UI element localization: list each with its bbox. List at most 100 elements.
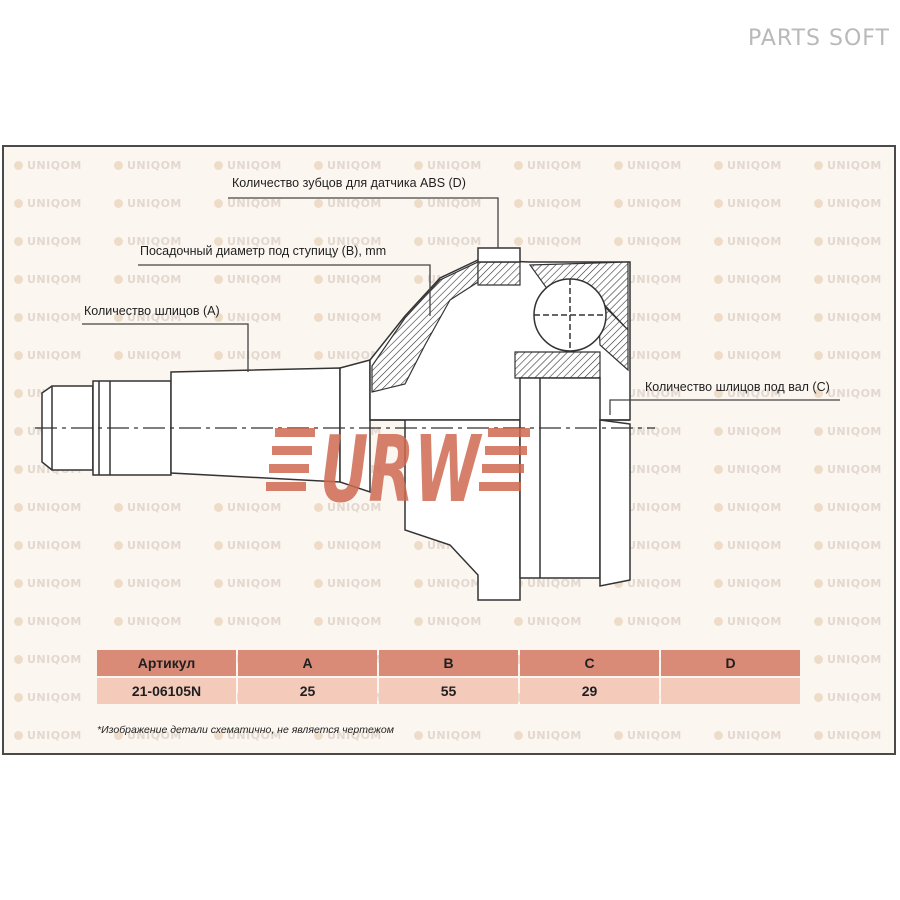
watermark-logo-icon bbox=[814, 237, 823, 246]
watermark-logo-icon bbox=[314, 161, 323, 170]
watermark-logo-icon bbox=[314, 199, 323, 208]
watermark-text: UNIQOM bbox=[314, 577, 382, 590]
watermark-logo-icon bbox=[714, 313, 723, 322]
watermark-text: UNIQOM bbox=[714, 615, 782, 628]
watermark-text: UNIQOM bbox=[14, 577, 82, 590]
watermark-logo-icon bbox=[814, 503, 823, 512]
watermark-text: UNIQOM bbox=[314, 729, 382, 742]
watermark-text: UNIQOM bbox=[14, 311, 82, 324]
watermark-text: UNIQOM bbox=[214, 159, 282, 172]
watermark-logo-icon bbox=[414, 541, 423, 550]
watermark-text: UNIQOM bbox=[314, 615, 382, 628]
watermark-text: UNIQOM bbox=[514, 159, 582, 172]
watermark-text: UNIQOM bbox=[714, 349, 782, 362]
watermark-text: UNIQOM bbox=[814, 653, 882, 666]
watermark-text: UNIQOM bbox=[414, 159, 482, 172]
watermark-text: UNIQOM bbox=[14, 349, 82, 362]
watermark-logo-icon bbox=[14, 351, 23, 360]
watermark-text: UNIQOM bbox=[14, 501, 82, 514]
watermark-text: UNIQOM bbox=[114, 729, 182, 742]
watermark-text: UNIQOM bbox=[414, 577, 482, 590]
watermark-logo-icon bbox=[314, 579, 323, 588]
header-a: A bbox=[238, 650, 377, 676]
watermark-text: UNIQOM bbox=[814, 539, 882, 552]
watermark-text: UNIQOM bbox=[814, 273, 882, 286]
watermark-text: UNIQOM bbox=[214, 197, 282, 210]
watermark-logo-icon bbox=[514, 693, 523, 702]
watermark-text: UNIQOM bbox=[814, 463, 882, 476]
spec-table-value-row: 21-06105N 25 55 29 bbox=[97, 678, 800, 704]
watermark-logo-icon bbox=[514, 161, 523, 170]
callout-hub-diameter: Посадочный диаметр под ступицу (B), mm bbox=[140, 244, 387, 258]
watermark-logo-icon bbox=[14, 465, 23, 474]
watermark-logo-icon bbox=[414, 161, 423, 170]
watermark-text: UNIQOM bbox=[214, 349, 282, 362]
watermark-logo-icon bbox=[114, 275, 123, 284]
watermark-logo-icon bbox=[114, 503, 123, 512]
callout-leaders bbox=[82, 197, 840, 415]
watermark-text: UNIQOM bbox=[314, 349, 382, 362]
watermark-text: UNIQOM bbox=[214, 729, 282, 742]
watermark-logo-icon bbox=[14, 693, 23, 702]
watermark-logo-icon bbox=[814, 655, 823, 664]
watermark-text: UNIQOM bbox=[414, 235, 482, 248]
watermark-logo-icon bbox=[614, 199, 623, 208]
watermark-text: UNIQOM bbox=[114, 501, 182, 514]
watermark-text: UNIQOM bbox=[814, 235, 882, 248]
watermark-text: UNIQOM bbox=[314, 235, 382, 248]
watermark-logo-icon bbox=[714, 465, 723, 474]
watermark-text: UNIQOM bbox=[814, 311, 882, 324]
watermark-text: UNIQOM bbox=[214, 577, 282, 590]
watermark-text: UNIQOM bbox=[214, 311, 282, 324]
watermark-logo-icon bbox=[114, 237, 123, 246]
watermark-text: UNIQOM bbox=[414, 729, 482, 742]
watermark-text: UNIQOM bbox=[214, 615, 282, 628]
watermark-logo-icon bbox=[14, 161, 23, 170]
watermark-text: UNIQOM bbox=[714, 159, 782, 172]
watermark-logo-icon bbox=[814, 427, 823, 436]
header-b: B bbox=[379, 650, 518, 676]
callout-spline-count: Количество шлицов (A) bbox=[84, 304, 220, 318]
watermark-text: UNIQOM bbox=[414, 615, 482, 628]
watermark-text: UNIQOM bbox=[814, 425, 882, 438]
watermark-text: UNIQOM bbox=[614, 159, 682, 172]
watermark-logo-icon bbox=[514, 237, 523, 246]
watermark-logo-icon bbox=[214, 579, 223, 588]
watermark-logo-icon bbox=[614, 617, 623, 626]
watermark-logo-icon bbox=[714, 731, 723, 740]
watermark-logo-icon bbox=[14, 313, 23, 322]
watermark-text: UNIQOM bbox=[714, 501, 782, 514]
watermark-text: UNIQOM bbox=[714, 539, 782, 552]
watermark-logo-icon bbox=[214, 351, 223, 360]
watermark-text: UNIQOM bbox=[814, 387, 882, 400]
urw-logo: URW bbox=[266, 416, 530, 523]
watermark-text: UNIQOM bbox=[514, 729, 582, 742]
watermark-logo-icon bbox=[314, 237, 323, 246]
watermark-logo-icon bbox=[214, 731, 223, 740]
watermark-text: UNIQOM bbox=[14, 273, 82, 286]
watermark-logo-icon bbox=[714, 427, 723, 436]
watermark-logo-icon bbox=[514, 731, 523, 740]
watermark-text: UNIQOM bbox=[714, 235, 782, 248]
watermark-logo-icon bbox=[814, 351, 823, 360]
watermark-text: UNIQOM bbox=[714, 197, 782, 210]
watermark-logo-icon bbox=[314, 617, 323, 626]
watermark-logo-icon bbox=[214, 237, 223, 246]
watermark-logo-icon bbox=[814, 275, 823, 284]
watermark-logo-icon bbox=[714, 275, 723, 284]
spec-table: Артикул A B C D 21-06105N 25 55 29 bbox=[95, 648, 802, 706]
watermark-text: UNIQOM bbox=[714, 311, 782, 324]
watermark-text: UNIQOM bbox=[114, 311, 182, 324]
ball bbox=[533, 278, 607, 352]
watermark-logo-icon bbox=[114, 351, 123, 360]
watermark-text: UNIQOM bbox=[314, 311, 382, 324]
watermark-logo-icon bbox=[414, 237, 423, 246]
abs-ring bbox=[477, 247, 521, 263]
watermark-logo-icon bbox=[14, 503, 23, 512]
value-d bbox=[661, 678, 800, 704]
watermark-text: UNIQOM bbox=[814, 501, 882, 514]
watermark-text: UNIQOM bbox=[514, 615, 582, 628]
watermark-logo-icon bbox=[614, 161, 623, 170]
watermark-text: UNIQOM bbox=[14, 159, 82, 172]
inner-race bbox=[519, 377, 631, 587]
